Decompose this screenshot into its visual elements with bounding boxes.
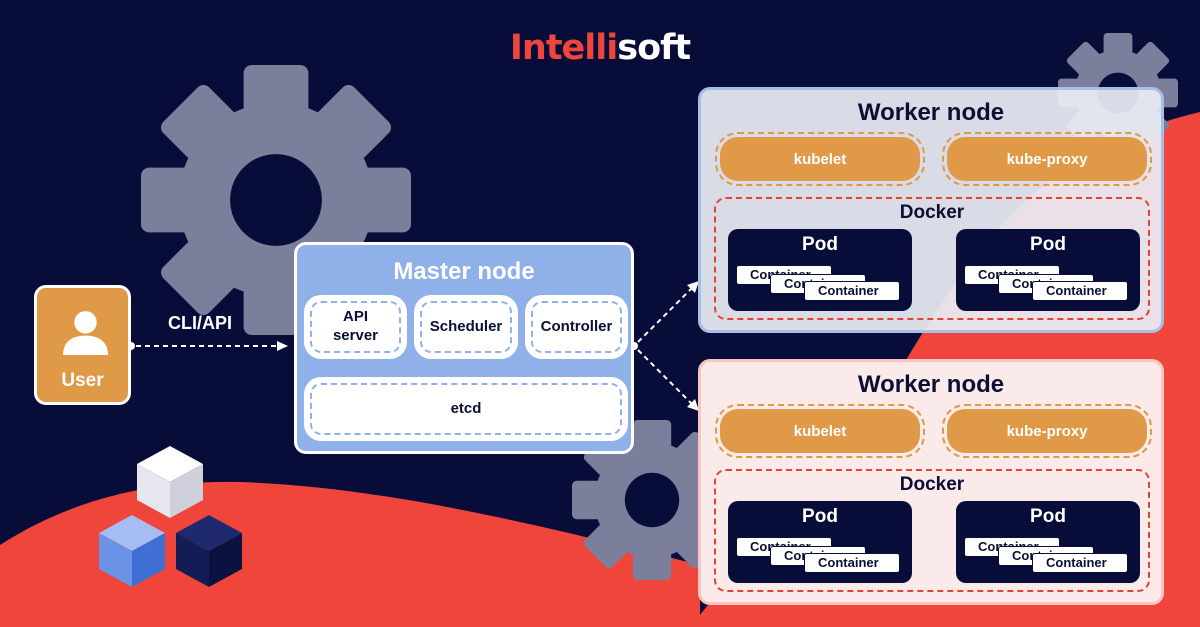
- pod-title: Pod: [1030, 506, 1066, 527]
- red-wave-bottom: [0, 481, 700, 627]
- kube-proxy-box: kube-proxy: [942, 132, 1152, 186]
- master-node-title: Master node: [393, 258, 535, 285]
- worker-node-title: Worker node: [857, 99, 1005, 126]
- worker-node-1: Worker node kubelet kube-proxy Docker Po…: [698, 87, 1164, 333]
- container-box: Container: [1032, 553, 1128, 573]
- pod-title: Pod: [1030, 234, 1066, 255]
- etcd-box: etcd: [307, 380, 625, 438]
- logo-text-part2: soft: [617, 28, 691, 68]
- cube-icon-navy: [176, 515, 242, 587]
- logo-text-part1: Intelli: [509, 28, 618, 68]
- brand-logo: Intellisoft: [0, 28, 1200, 68]
- worker-node-title: Worker node: [857, 371, 1005, 398]
- user-icon: [63, 311, 108, 355]
- docker-title: Docker: [899, 202, 965, 223]
- master-node: Master node API server Scheduler Control…: [294, 242, 634, 454]
- docker-title: Docker: [899, 474, 965, 495]
- api-server-box: API server: [307, 298, 404, 356]
- scheduler-box: Scheduler: [417, 298, 515, 356]
- pod: Pod Container Container Container: [956, 229, 1140, 311]
- kubelet-box: kubelet: [715, 132, 925, 186]
- container-box: Container: [1032, 281, 1128, 301]
- pod: Pod Container Container Container: [956, 501, 1140, 583]
- kubelet-box: kubelet: [715, 404, 925, 458]
- worker-node-2: Worker node kubelet kube-proxy Docker Po…: [698, 359, 1164, 605]
- pod: Pod Container Container Container: [728, 229, 912, 311]
- container-box: Container: [804, 281, 900, 301]
- docker-runtime: Docker Pod Container Container Container…: [714, 197, 1150, 320]
- controller-box: Controller: [528, 298, 625, 356]
- kube-proxy-box: kube-proxy: [942, 404, 1152, 458]
- cube-icon-blue: [99, 515, 165, 587]
- pod: Pod Container Container Container: [728, 501, 912, 583]
- cli-api-label: CLI/API: [168, 313, 233, 333]
- pod-title: Pod: [802, 234, 838, 255]
- user-label: User: [61, 370, 104, 391]
- docker-runtime: Docker Pod Container Container Container…: [714, 469, 1150, 592]
- container-box: Container: [804, 553, 900, 573]
- user-node: User: [34, 285, 131, 405]
- pod-title: Pod: [802, 506, 838, 527]
- cube-icon-white: [137, 446, 203, 518]
